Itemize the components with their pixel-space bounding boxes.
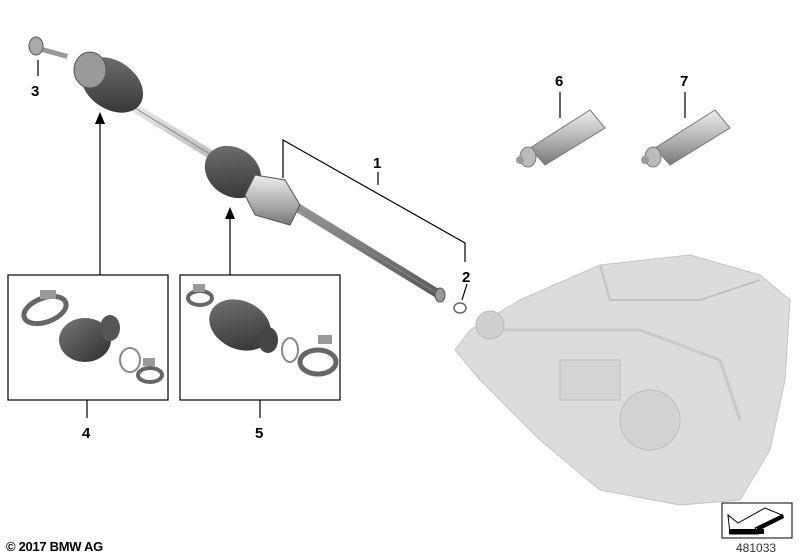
orientation-arrow-icon (721, 502, 793, 539)
repair-kit-box-4 (7, 274, 169, 401)
drive-shaft (28, 36, 467, 314)
grease-tube-7 (641, 109, 731, 168)
part-label-5: 5 (255, 425, 263, 442)
part-label-2: 2 (462, 269, 470, 286)
arrow-head-icon (95, 112, 105, 124)
copyright-text: © 2017 BMW AG (6, 539, 103, 554)
part-label-1: 1 (373, 155, 381, 172)
arrow-head-icon (225, 207, 235, 219)
part-label-6: 6 (555, 73, 563, 90)
grease-tube-6 (516, 109, 606, 168)
reference-number: 481033 (736, 541, 777, 555)
leader-lines (37, 60, 686, 418)
engine-block (454, 254, 791, 506)
part-label-7: 7 (680, 73, 688, 90)
repair-kit-box-5 (179, 274, 341, 401)
part-label-4: 4 (82, 425, 91, 442)
part-label-3: 3 (31, 83, 39, 100)
